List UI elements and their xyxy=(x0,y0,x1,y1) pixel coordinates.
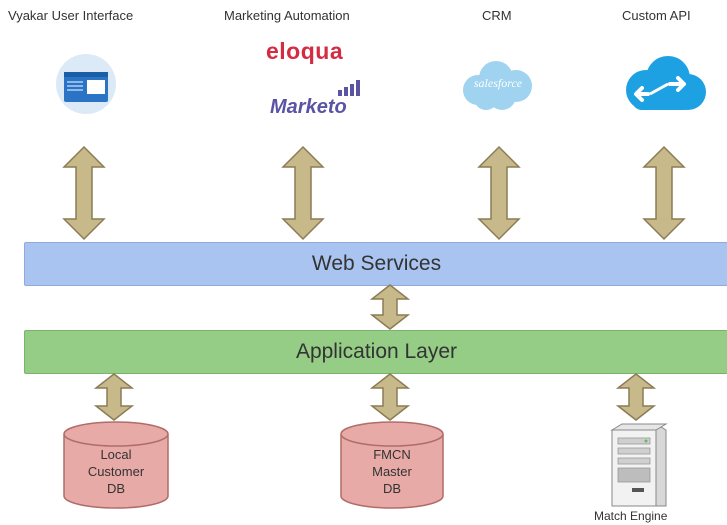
application-layer-label: Application Layer xyxy=(295,340,458,363)
cloud-exchange-icon xyxy=(626,56,706,110)
window-icon xyxy=(56,54,116,114)
marketo-bars-icon xyxy=(338,80,360,96)
local-customer-db-label: Local Customer DB xyxy=(62,446,170,497)
vyakar-label: Vyakar User Interface xyxy=(8,8,134,23)
marketing-automation-label: Marketing Automation xyxy=(224,8,350,23)
fmcn-master-db-label: FMCN Master DB xyxy=(339,446,445,497)
local-customer-db xyxy=(63,421,169,509)
marketing-web-arrow xyxy=(281,145,325,241)
web-services-label: Web Services xyxy=(311,252,442,275)
master-db-line3: DB xyxy=(382,481,402,496)
application-layer: Application Layer xyxy=(24,330,727,374)
local-db-line2: Customer xyxy=(87,464,145,479)
eloqua-logo: eloqua xyxy=(266,38,344,64)
vyakar-web-arrow xyxy=(62,145,106,241)
match-engine-label: Match Engine xyxy=(594,509,668,523)
salesforce-cloud-icon xyxy=(463,61,532,110)
app-master-db-arrow xyxy=(369,373,411,421)
master-db-line2: Master xyxy=(372,464,412,479)
app-local-db-arrow xyxy=(93,373,135,421)
salesforce-logo: salesforce xyxy=(473,76,523,90)
marketo-logo: Marketo xyxy=(270,96,347,118)
fmcn-master-db xyxy=(340,421,444,509)
local-db-line3: DB xyxy=(106,481,126,496)
crm-label: CRM xyxy=(482,8,512,23)
custom-api-label: Custom API xyxy=(622,8,691,23)
api-web-arrow xyxy=(642,145,686,241)
master-db-line1: FMCN xyxy=(373,447,411,462)
crm-web-arrow xyxy=(477,145,521,241)
local-db-line1: Local xyxy=(100,447,132,462)
app-match-engine-arrow xyxy=(615,373,657,421)
web-app-arrow xyxy=(369,284,411,330)
server-icon xyxy=(610,423,668,507)
web-services-layer: Web Services xyxy=(24,242,727,286)
